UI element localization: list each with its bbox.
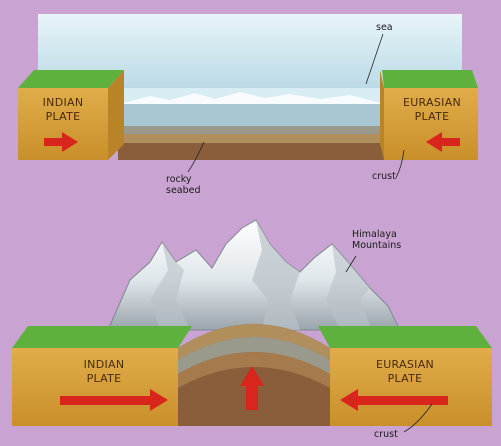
right-plate-side	[380, 70, 384, 160]
left-plate-side	[108, 70, 124, 160]
mountains-pointer	[345, 255, 357, 273]
crust-label-bottom: crust	[374, 429, 398, 440]
bottom-diagram	[12, 219, 492, 433]
mountain-shadow	[150, 242, 190, 330]
crust-label-top: crust	[372, 171, 396, 182]
arrow-left-icon	[426, 132, 460, 152]
mountain-shadow	[252, 220, 300, 330]
right-plate-top	[384, 88, 478, 160]
seabed-ridge	[120, 92, 384, 104]
bottom-indian-plate-label: INDIAN PLATE	[83, 358, 125, 385]
fold-crust	[178, 324, 330, 360]
crust-layer	[118, 134, 384, 143]
arrow-right-icon	[44, 132, 78, 152]
left-plate-grass	[12, 326, 192, 348]
top-indian-plate-label: INDIAN PLATE	[42, 96, 84, 123]
sea-water	[118, 104, 384, 126]
seabed-pointer	[187, 141, 205, 173]
bottom-eurasian-plate-label: EURASIAN PLATE	[375, 358, 435, 385]
mantle-layer	[118, 143, 384, 160]
himalaya-mountains-label: Himalaya Mountains	[352, 229, 402, 251]
right-plate-grass	[382, 70, 478, 88]
sea-label: sea	[376, 22, 393, 33]
crust-pointer-bottom	[403, 403, 433, 433]
top-diagram	[18, 14, 478, 179]
fold-layer	[178, 352, 330, 388]
arrow-left-icon	[340, 389, 448, 411]
arrow-right-icon	[60, 389, 168, 411]
top-eurasian-plate-label: EURASIAN PLATE	[402, 96, 462, 123]
left-plate-grass	[18, 70, 124, 88]
fold-seabed	[178, 337, 330, 374]
right-plate-grass	[318, 326, 492, 348]
mountain-shadow	[326, 244, 372, 330]
right-plate-top	[330, 348, 492, 426]
sea-pointer	[365, 33, 384, 85]
arrow-up-icon	[240, 366, 264, 410]
seabed-layer	[118, 126, 384, 134]
crust-pointer-top	[395, 149, 405, 179]
left-plate-top	[12, 348, 178, 426]
rocky-seabed-label: rocky seabed	[166, 174, 201, 196]
